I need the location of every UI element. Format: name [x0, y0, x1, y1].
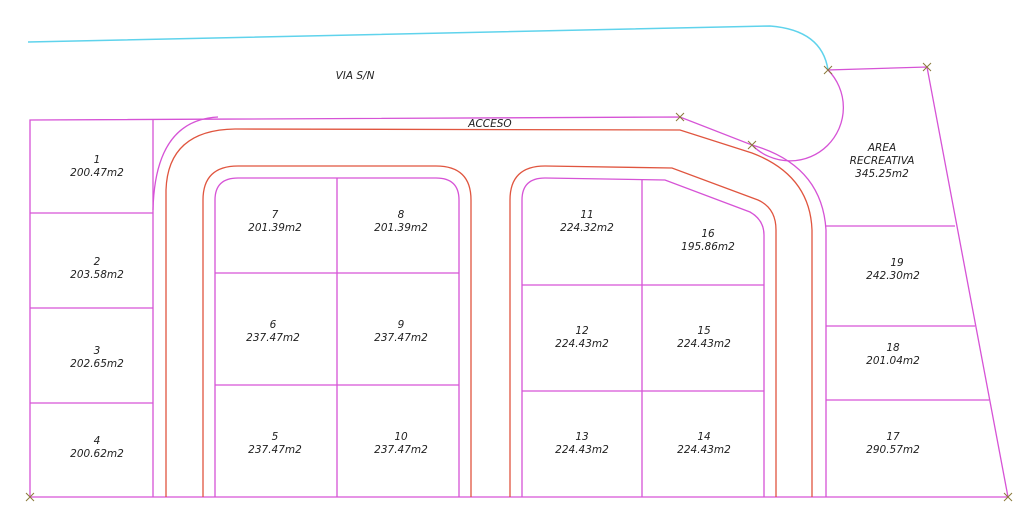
lot-area: 195.86m2: [681, 241, 735, 253]
lot-number: 19: [890, 257, 904, 269]
road-edge-left: [152, 116, 219, 211]
street-label: VIA S/N: [336, 70, 375, 82]
block-b: [509, 165, 777, 497]
recreation-area: 345.25m2: [855, 168, 909, 180]
lot-area: 201.04m2: [866, 355, 920, 367]
lot-number: 16: [701, 228, 715, 240]
lot-number: 10: [394, 431, 408, 443]
lot-area: 201.39m2: [248, 222, 302, 234]
lot-area: 224.43m2: [677, 444, 731, 456]
right-lots-lines: [826, 225, 989, 401]
lot-number: 4: [94, 435, 101, 447]
lot-area: 237.47m2: [246, 332, 300, 344]
recreation-label: AREA: [867, 142, 896, 154]
lot-area: 224.43m2: [555, 444, 609, 456]
lot-area: 237.47m2: [374, 444, 428, 456]
lot-number: 2: [94, 256, 101, 268]
lot-area: 224.43m2: [677, 338, 731, 350]
lot-area: 203.58m2: [70, 269, 124, 281]
block-a: [202, 165, 472, 497]
lot-number: 13: [575, 431, 588, 443]
lot-area: 202.65m2: [70, 358, 124, 370]
recreation-label: RECREATIVA: [850, 155, 915, 167]
lot-number: 15: [697, 325, 711, 337]
lot-area: 237.47m2: [248, 444, 302, 456]
lot-labels: 1 200.47m2 2 203.58m2 3 202.65m2 4 200.6…: [70, 154, 920, 460]
survey-markers: [25, 62, 1013, 502]
lot-area: 237.47m2: [374, 332, 428, 344]
road-edge-right: [751, 144, 827, 497]
lot-area: 200.47m2: [70, 167, 124, 179]
lot-number: 8: [398, 209, 405, 221]
lot-area: 290.57m2: [866, 444, 920, 456]
lot-number: 14: [697, 431, 710, 443]
lot-number: 18: [886, 342, 900, 354]
lot-area: 201.39m2: [374, 222, 428, 234]
lot-number: 17: [886, 431, 900, 443]
lot-area: 242.30m2: [866, 270, 920, 282]
property-boundary: [29, 66, 1009, 498]
lot-number: 1: [94, 154, 101, 166]
lot-number: 12: [575, 325, 589, 337]
left-lots-lines: [30, 120, 154, 497]
access-label: ACCESO: [467, 118, 511, 130]
lot-number: 11: [580, 209, 593, 221]
road-edge-inner: [165, 128, 813, 497]
lot-area: 224.43m2: [555, 338, 609, 350]
lot-number: 9: [398, 319, 405, 331]
lot-number: 6: [270, 319, 277, 331]
lot-area: 200.62m2: [70, 448, 124, 460]
lot-number: 3: [94, 345, 101, 357]
lot-number: 7: [272, 209, 279, 221]
lot-number: 5: [272, 431, 279, 443]
street-edge: [27, 25, 829, 71]
lot-area: 224.32m2: [560, 222, 614, 234]
